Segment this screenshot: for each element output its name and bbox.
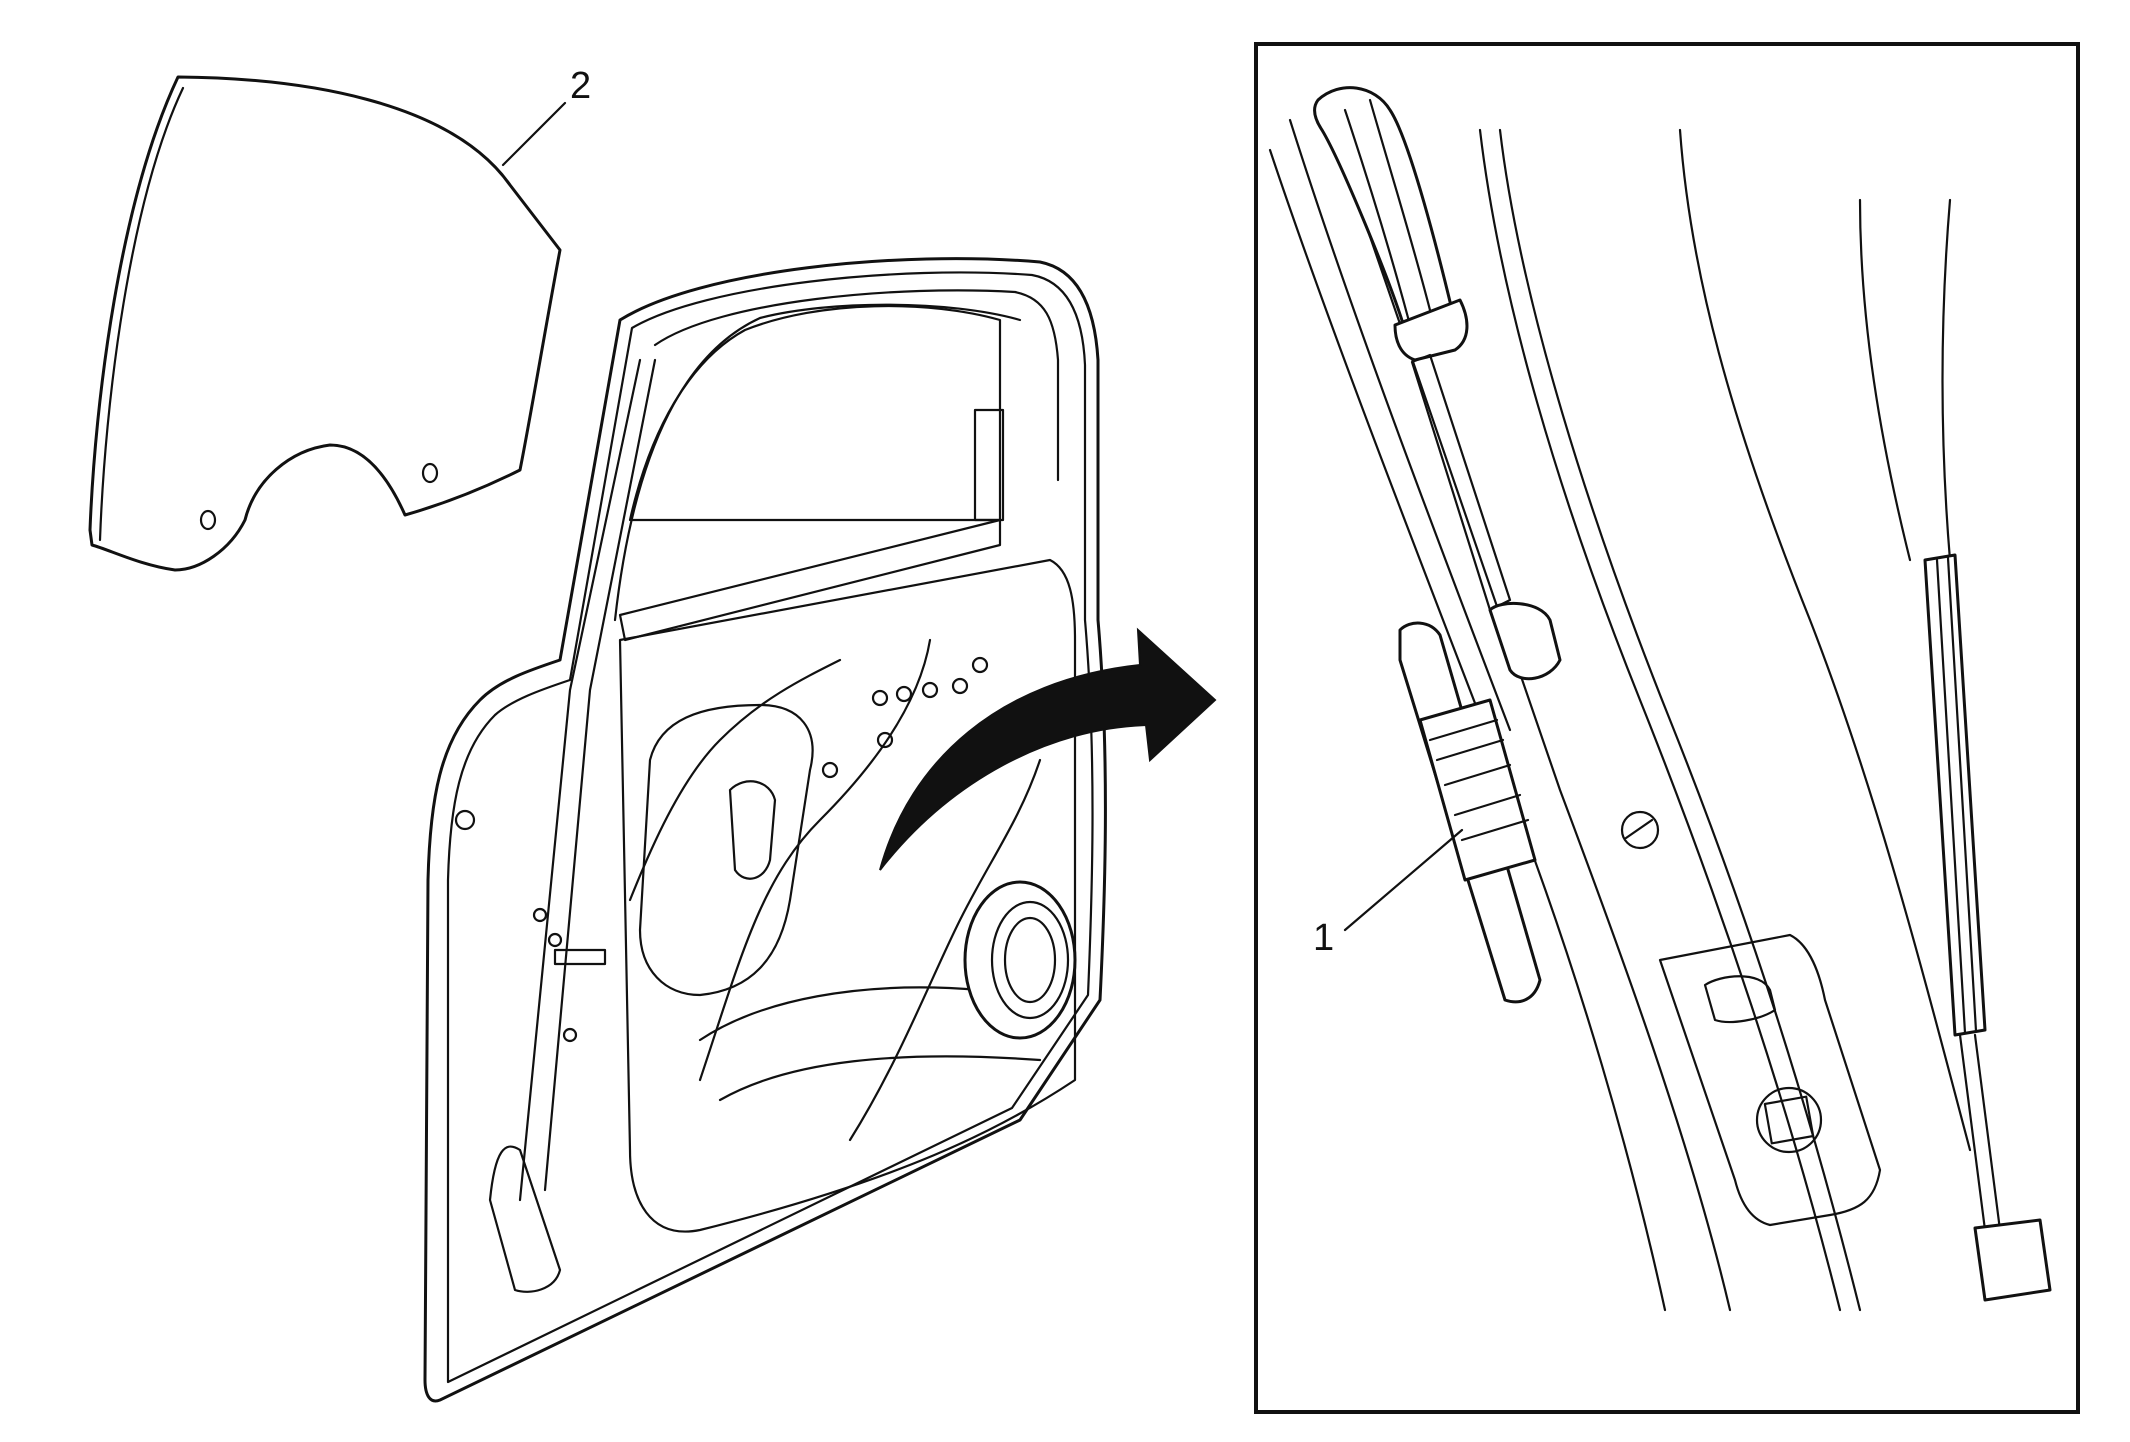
- detail-inset: 1: [1254, 42, 2080, 1414]
- regulator-rail: [1923, 553, 2052, 1302]
- callout-1-label: 1: [1313, 917, 1334, 959]
- door-assembly: [423, 257, 1107, 1403]
- callout-2-leader: 2: [501, 65, 591, 167]
- zoom-arrow: [879, 627, 1217, 871]
- retaining-clip: [1398, 621, 1542, 1004]
- speaker: [963, 880, 1077, 1040]
- window-glass: [88, 75, 562, 572]
- callout-1-leader: 1: [1313, 828, 1464, 959]
- screwdriver: [1313, 86, 1562, 681]
- callout-2-label: 2: [570, 65, 591, 107]
